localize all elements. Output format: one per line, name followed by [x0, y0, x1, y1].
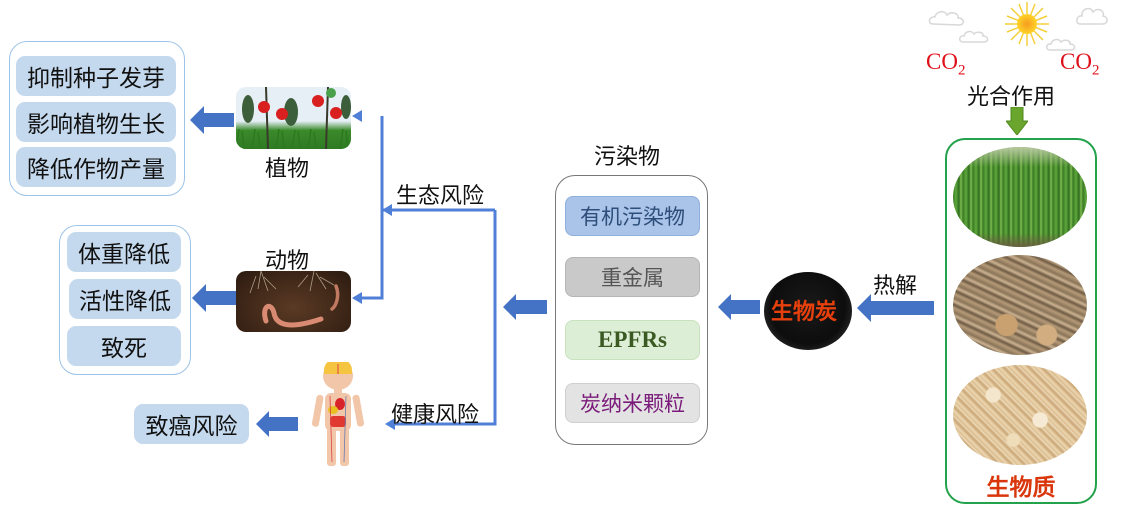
sun-icon	[1005, 2, 1049, 46]
co2-subscript: 2	[1091, 62, 1100, 79]
animal-effect-item: 致死	[67, 326, 181, 366]
cloud-icon	[1046, 38, 1076, 51]
arrow-left-icon	[192, 284, 236, 312]
health-risk-label: 健康风险	[391, 403, 480, 428]
biochar-label: 生物炭	[771, 300, 838, 325]
co2-right-label: CO2	[1060, 49, 1099, 80]
biomass-label: 生物质	[986, 475, 1056, 501]
pollutant-organic: 有机污染物	[565, 196, 700, 236]
plant-label: 植物	[265, 157, 310, 182]
arrow-down-icon	[1006, 107, 1028, 135]
co2-left-label: CO2	[926, 49, 965, 80]
pollutant-heavy-metal: 重金属	[565, 257, 700, 297]
pollutant-epfrs: EPFRs	[565, 320, 700, 360]
risk-connector-lines	[352, 110, 497, 430]
wood-logs-image	[953, 255, 1087, 355]
sawdust-image	[953, 365, 1087, 465]
pyrolysis-label: 热解	[873, 274, 918, 299]
plant-effect-item: 降低作物产量	[16, 147, 176, 187]
co2-text: CO	[926, 49, 958, 74]
animal-label: 动物	[265, 249, 310, 274]
cloud-icon	[928, 11, 965, 26]
pollutants-group: 有机污染物 重金属 EPFRs 炭纳米颗粒	[555, 175, 708, 445]
earthworm-soil-image	[236, 271, 351, 332]
biochar-pile-image	[764, 272, 852, 350]
photosynthesis-label: 光合作用	[967, 85, 1056, 110]
pollutant-carbon-nanoparticles: 炭纳米颗粒	[565, 383, 700, 423]
tomato-plant-image	[236, 87, 351, 149]
pollutants-title: 污染物	[594, 145, 661, 170]
arrow-left-icon	[718, 294, 760, 320]
arrow-left-icon	[857, 294, 934, 322]
corn-field-image	[953, 147, 1087, 247]
animal-effect-item: 体重降低	[67, 232, 181, 272]
human-anatomy-image	[310, 358, 366, 470]
plant-effect-item: 影响植物生长	[16, 102, 176, 142]
cloud-icon	[959, 30, 989, 43]
co2-subscript: 2	[957, 62, 966, 79]
arrow-left-icon	[190, 106, 234, 134]
human-effect-item: 致癌风险	[134, 404, 249, 444]
plant-effect-item: 抑制种子发芽	[16, 56, 176, 96]
arrow-left-icon	[256, 411, 298, 437]
arrow-left-icon	[503, 294, 547, 320]
cloud-icon	[1076, 7, 1108, 25]
ecological-risk-label: 生态风险	[396, 184, 485, 209]
co2-text: CO	[1060, 49, 1092, 74]
animal-effect-item: 活性降低	[69, 279, 181, 319]
biomass-group: 生物质	[945, 138, 1097, 504]
